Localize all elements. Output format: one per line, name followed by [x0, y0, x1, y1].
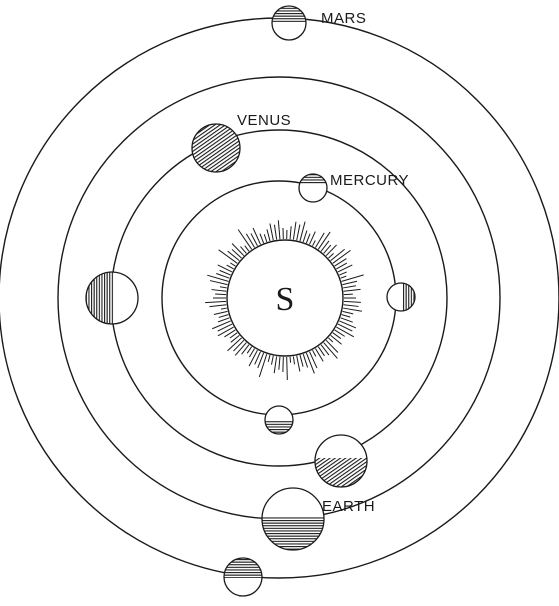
sun-ray — [232, 249, 242, 258]
sun-ray — [279, 357, 280, 370]
sun-ray — [211, 290, 226, 292]
planet-earth — [262, 488, 324, 551]
planet-venus-lower — [315, 435, 367, 488]
sun-ray — [331, 249, 345, 260]
sun-ray — [342, 311, 353, 313]
sun-ray — [249, 350, 257, 366]
sun-ray — [303, 354, 307, 367]
sun-ray — [209, 305, 226, 307]
planet-mercury-right — [387, 283, 416, 311]
sun-ray — [264, 234, 266, 242]
sun-ray — [233, 340, 243, 351]
planet-mercury-top — [299, 174, 327, 202]
sun-ray — [342, 281, 357, 284]
sun-ray — [328, 338, 332, 342]
planet-mercury-bottom — [265, 406, 293, 434]
sun-ray — [230, 263, 235, 266]
sun-ray — [214, 311, 228, 314]
sun-ray — [343, 308, 362, 311]
sun-ray — [212, 321, 230, 329]
sun-ray — [221, 308, 227, 309]
sun-ray — [253, 228, 260, 244]
sun-ray — [342, 275, 364, 281]
planet-venus-top — [190, 122, 242, 174]
sun-ray — [341, 318, 353, 322]
sun-ray — [310, 352, 317, 368]
sun-ray — [293, 222, 296, 240]
sun-ray — [278, 220, 280, 239]
sun-ray — [342, 315, 351, 318]
sun-ray — [210, 281, 228, 285]
sun-ray — [328, 253, 333, 258]
planet-venus-left — [86, 272, 138, 324]
sun-ray — [313, 241, 316, 246]
sun-ray — [220, 287, 227, 288]
label-mars: MARS — [321, 10, 366, 27]
sun-label: S — [276, 281, 295, 318]
sun-ray — [315, 233, 324, 248]
sun-ray — [245, 246, 249, 252]
sun-ray — [341, 276, 347, 278]
sun-ray — [267, 229, 270, 241]
sun-ray — [338, 265, 352, 272]
sun-ray — [339, 272, 346, 275]
sun-ray — [290, 357, 291, 363]
sun-ray — [339, 321, 356, 328]
sun-ray — [293, 356, 294, 364]
sun-ray — [235, 343, 246, 356]
sun-ray — [326, 340, 338, 352]
sun-ray — [271, 356, 273, 365]
sun-ray — [331, 335, 342, 344]
sun-ray — [321, 345, 329, 355]
sun-ray — [343, 286, 356, 288]
sun-ray — [228, 251, 240, 260]
sun-ray — [259, 354, 266, 377]
label-mercury: MERCURY — [330, 172, 409, 189]
sun-ray — [344, 289, 361, 291]
sun-ray — [315, 349, 323, 362]
planet-mars-top — [272, 6, 306, 40]
label-venus: VENUS — [237, 112, 291, 129]
sun-ray — [218, 327, 234, 336]
sun-ray — [321, 241, 329, 251]
sun-ray — [268, 355, 270, 362]
sun-ray — [215, 294, 226, 295]
label-earth: EARTH — [322, 498, 375, 515]
planet-mars-bottom — [224, 558, 262, 596]
sun-ray — [227, 265, 234, 269]
sun-ray — [220, 270, 231, 275]
sun-ray — [336, 327, 353, 337]
sun-ray — [335, 259, 347, 267]
sun-ray — [297, 224, 300, 240]
sun-ray — [230, 333, 237, 338]
sun-ray — [218, 318, 229, 322]
sun-ray — [274, 356, 276, 373]
sun-ray — [344, 294, 353, 295]
sun-ray — [290, 226, 291, 239]
sun-ray — [246, 234, 254, 248]
sun-ray — [232, 243, 244, 255]
sun-ray — [300, 355, 303, 367]
sun-ray — [274, 225, 276, 240]
sun-ray — [326, 245, 336, 256]
sun: S — [205, 220, 364, 380]
sun-ray — [313, 350, 316, 356]
sun-ray — [306, 353, 314, 374]
sun-ray — [287, 357, 288, 380]
sun-ray — [219, 315, 229, 318]
sun-ray — [270, 224, 273, 241]
sun-ray — [247, 347, 252, 354]
sun-ray — [205, 301, 226, 302]
sun-ray — [260, 234, 264, 243]
sun-ray — [344, 305, 359, 307]
sun-ray — [303, 230, 307, 241]
sun-ray — [297, 356, 300, 372]
sun-ray — [306, 234, 310, 243]
sun-ray — [344, 301, 361, 302]
